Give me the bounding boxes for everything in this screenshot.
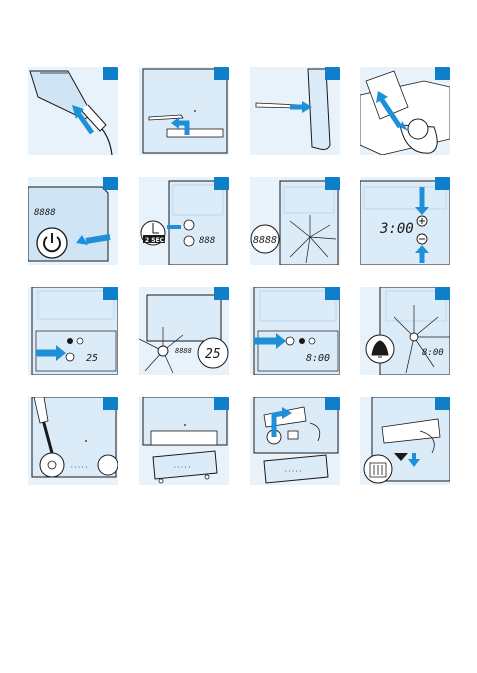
step-badge bbox=[325, 397, 340, 410]
step-badge bbox=[325, 287, 340, 300]
step-14-panel: ····· bbox=[139, 397, 229, 485]
step-badge bbox=[214, 397, 229, 410]
step-15-panel: ····· bbox=[250, 397, 340, 485]
step-12-panel: 8:00 bbox=[360, 287, 450, 375]
step-badge bbox=[325, 67, 340, 80]
step-badge bbox=[103, 67, 118, 80]
svg-text:·····: ····· bbox=[70, 464, 88, 471]
plug-in-adapter-illustration bbox=[28, 67, 118, 155]
step-11-panel: 8:00 bbox=[250, 287, 340, 375]
battery-remove-illustration bbox=[360, 397, 450, 485]
step-badge bbox=[435, 397, 450, 410]
step-badge bbox=[103, 287, 118, 300]
step-6-panel: 888 2 SEC. bbox=[139, 177, 229, 265]
step-5-panel: 8888 bbox=[28, 177, 118, 265]
adjust-time-illustration: 3:00 bbox=[360, 177, 450, 265]
hold-duration-label: 2 SEC. bbox=[145, 237, 166, 244]
display-digits: 8:00 bbox=[422, 348, 444, 358]
step-4-panel bbox=[360, 67, 450, 155]
place-on-desk-illustration bbox=[360, 67, 450, 155]
alarm-button-illustration: 8:00 bbox=[250, 287, 340, 375]
step-13-panel: ····· bbox=[28, 397, 118, 485]
step-badge bbox=[325, 177, 340, 190]
step-badge bbox=[214, 287, 229, 300]
step-badge bbox=[435, 67, 450, 80]
display-digits: 8888 bbox=[253, 235, 277, 246]
battery-cover-illustration: ····· bbox=[139, 397, 229, 485]
stand-insert-side-illustration bbox=[250, 67, 340, 155]
step-10-panel: 8888 25 bbox=[139, 287, 229, 375]
alarm-flash-illustration: 8:00 bbox=[360, 287, 450, 375]
screwdriver-illustration: ····· bbox=[28, 397, 118, 485]
step-badge bbox=[103, 397, 118, 410]
step-badge bbox=[214, 67, 229, 80]
power-button-illustration: 8888 bbox=[28, 177, 118, 265]
svg-text:8888: 8888 bbox=[175, 347, 192, 355]
svg-text:·····: ····· bbox=[284, 468, 302, 475]
step-2-panel bbox=[139, 67, 229, 155]
hold-button-illustration: 888 2 SEC. bbox=[139, 177, 229, 265]
timer-flash-illustration: 8888 25 bbox=[139, 287, 229, 375]
step-3-panel bbox=[250, 67, 340, 155]
display-digits: 3:00 bbox=[379, 221, 414, 237]
svg-text:·····: ····· bbox=[173, 464, 191, 471]
display-digits: 8:00 bbox=[306, 353, 330, 364]
step-badge bbox=[435, 177, 450, 190]
step-1-panel bbox=[28, 67, 118, 155]
display-digits: 25 bbox=[205, 347, 221, 362]
step-8-panel: 3:00 bbox=[360, 177, 450, 265]
flashing-display-illustration: 8888 bbox=[250, 177, 340, 265]
instruction-grid: 8888 888 2 SEC. bbox=[28, 67, 450, 485]
timer-button-illustration: 25 bbox=[28, 287, 118, 375]
battery-insert-illustration: ····· bbox=[250, 397, 340, 485]
step-badge bbox=[435, 287, 450, 300]
stand-insert-illustration bbox=[139, 67, 229, 155]
svg-text:888: 888 bbox=[199, 236, 215, 246]
step-7-panel: 8888 bbox=[250, 177, 340, 265]
step-badge bbox=[103, 177, 118, 190]
step-16-panel bbox=[360, 397, 450, 485]
display-digits: 25 bbox=[86, 353, 98, 364]
step-badge bbox=[214, 177, 229, 190]
svg-text:8888: 8888 bbox=[34, 208, 56, 218]
step-9-panel: 25 bbox=[28, 287, 118, 375]
